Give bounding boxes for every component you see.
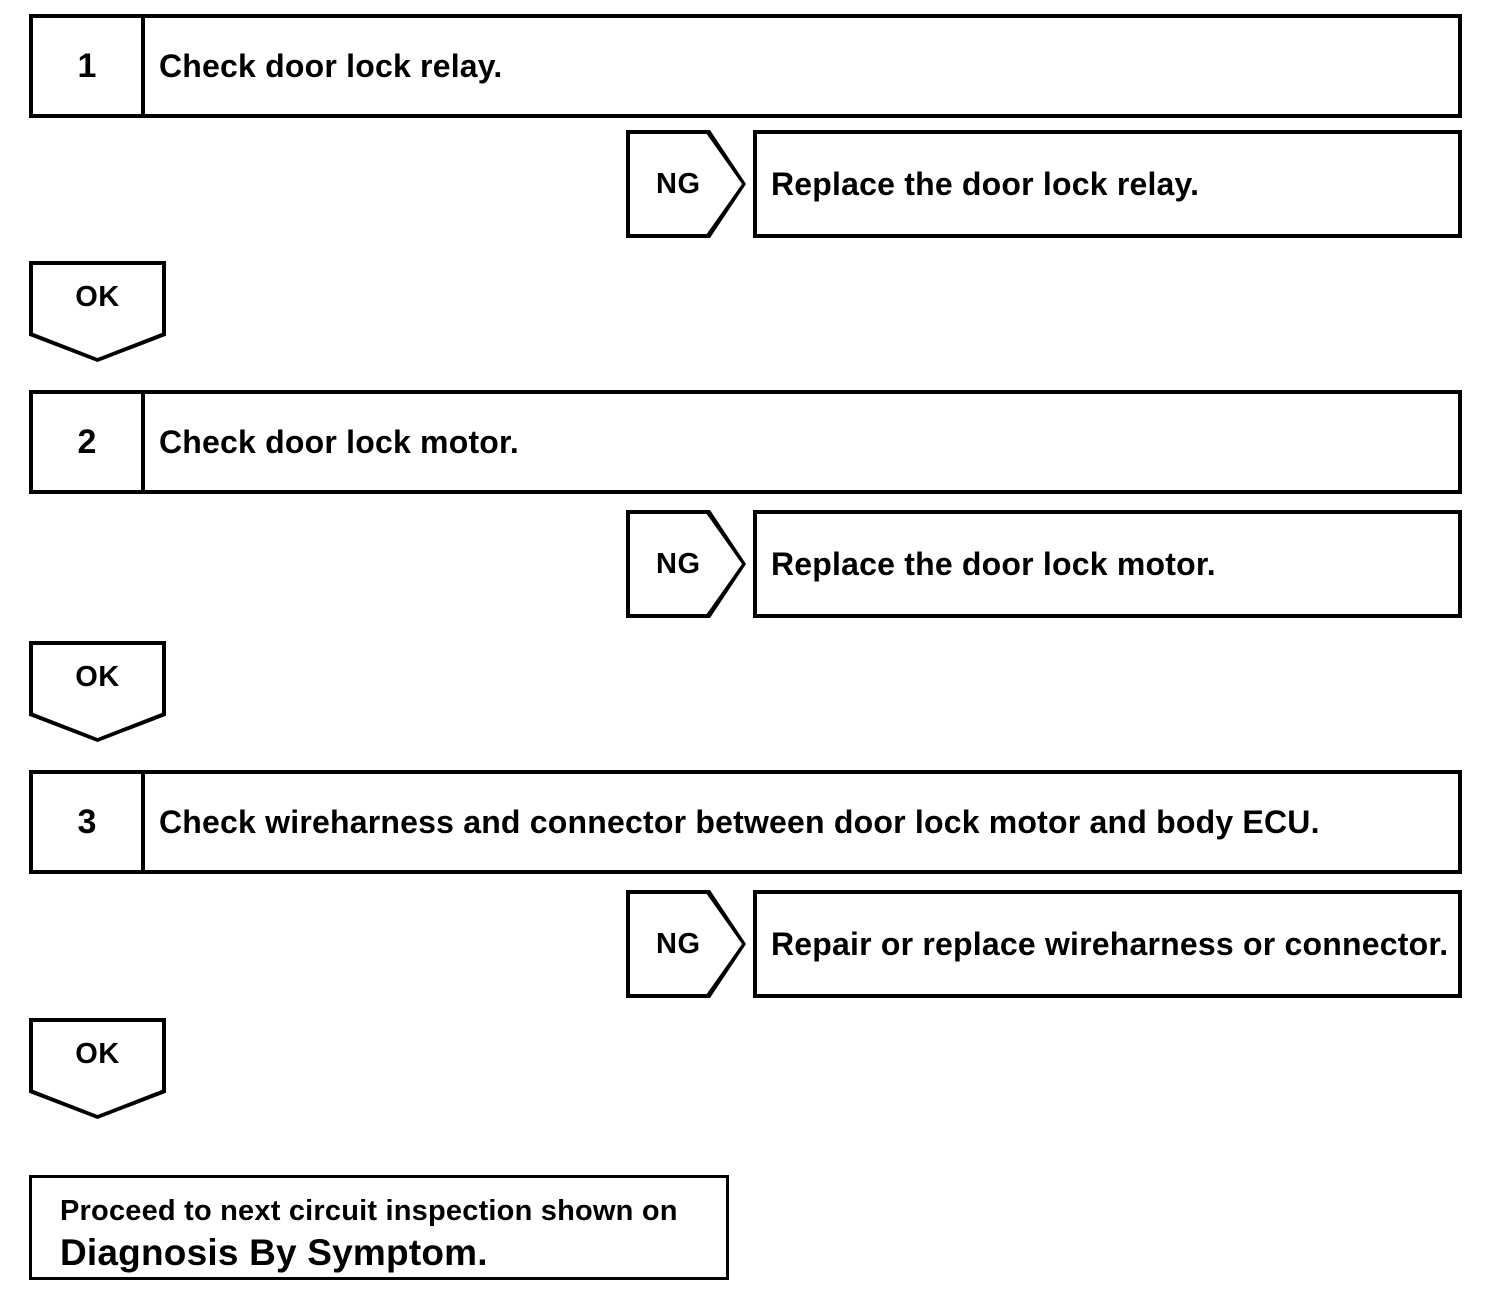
- ng-result-box-3: Repair or replace wireharness or connect…: [753, 890, 1462, 998]
- final-text-line-1: Proceed to next circuit inspection shown…: [60, 1195, 678, 1227]
- step-text-3: Check wireharness and connector between …: [159, 803, 1320, 840]
- ok-arrow-icon-1: OK: [29, 261, 166, 362]
- ok-label-3: OK: [75, 1038, 120, 1070]
- ng-result-box-2: Replace the door lock motor.: [753, 510, 1462, 618]
- ng-label-3: NG: [656, 927, 701, 960]
- step-text-1: Check door lock relay.: [159, 47, 503, 84]
- step-box-3: 3 Check wireharness and connector betwee…: [29, 770, 1462, 874]
- step-box-1: 1 Check door lock relay.: [29, 14, 1462, 118]
- ng-arrow-icon-3: NG: [626, 890, 746, 998]
- step-box-2: 2 Check door lock motor.: [29, 390, 1462, 494]
- ng-arrow-icon-2: NG: [626, 510, 746, 618]
- ng-label-1: NG: [656, 167, 701, 200]
- step-number-1: 1: [33, 18, 145, 114]
- ng-label-2: NG: [656, 547, 701, 580]
- final-outcome-box: Proceed to next circuit inspection shown…: [29, 1175, 729, 1280]
- ng-result-box-1: Replace the door lock relay.: [753, 130, 1462, 238]
- ng-branch-2: NG Replace the door lock motor.: [626, 510, 1462, 618]
- ok-arrow-icon-3: OK: [29, 1018, 166, 1119]
- step-number-3: 3: [33, 774, 145, 870]
- step-number-2: 2: [33, 394, 145, 490]
- ok-label-2: OK: [75, 661, 120, 693]
- final-text-line-2: Diagnosis By Symptom.: [60, 1231, 488, 1273]
- ok-label-1: OK: [75, 281, 120, 313]
- ng-branch-1: NG Replace the door lock relay.: [626, 130, 1462, 238]
- ng-branch-3: NG Repair or replace wireharness or conn…: [626, 890, 1462, 998]
- step-text-2: Check door lock motor.: [159, 423, 520, 460]
- ng-arrow-icon-1: NG: [626, 130, 746, 238]
- ok-arrow-icon-2: OK: [29, 641, 166, 742]
